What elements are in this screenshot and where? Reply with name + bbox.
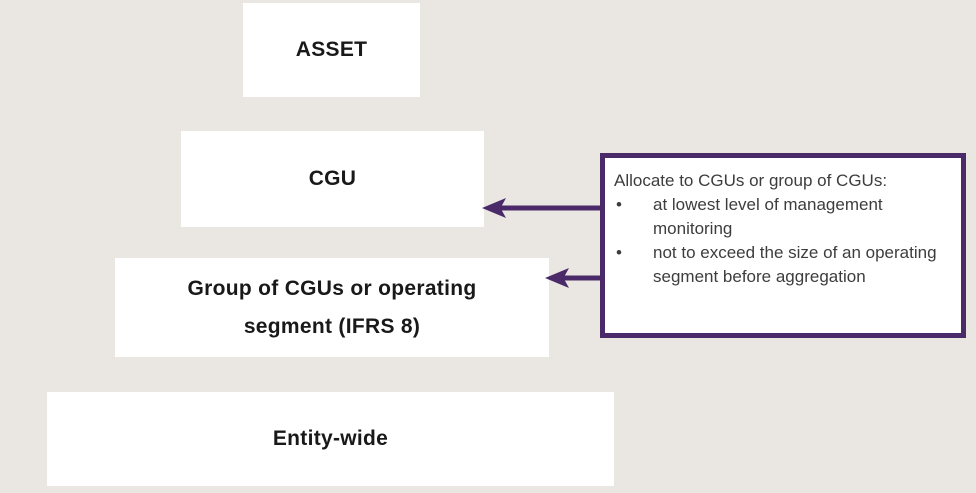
- entity-wide-label: Entity-wide: [272, 427, 389, 450]
- allocation-note-bullet-list: at lowest level of management monitoring…: [614, 193, 943, 289]
- allocation-note-bullet-1: at lowest level of management monitoring: [614, 193, 943, 241]
- arrow-note-to-cgu-icon: [482, 198, 604, 218]
- asset-box: ASSET: [243, 3, 420, 97]
- cgu-box: CGU: [181, 131, 484, 227]
- asset-label: ASSET: [295, 38, 368, 61]
- group-of-cgus-label-line-2: segment (IFRS 8): [243, 314, 421, 338]
- allocation-note-bullet-2: not to exceed the size of an operating s…: [614, 241, 943, 289]
- entity-wide-box: Entity-wide: [47, 392, 614, 486]
- allocation-note-title: Allocate to CGUs or group of CGUs:: [614, 171, 888, 190]
- group-of-cgus-box: Group of CGUs or operating segment (IFRS…: [115, 258, 549, 357]
- allocation-note-box: Allocate to CGUs or group of CGUs: at lo…: [600, 153, 966, 338]
- arrow-note-to-group-icon: [545, 268, 604, 288]
- group-of-cgus-label-line-1: Group of CGUs or operating: [187, 276, 477, 300]
- cgu-label: CGU: [308, 167, 357, 190]
